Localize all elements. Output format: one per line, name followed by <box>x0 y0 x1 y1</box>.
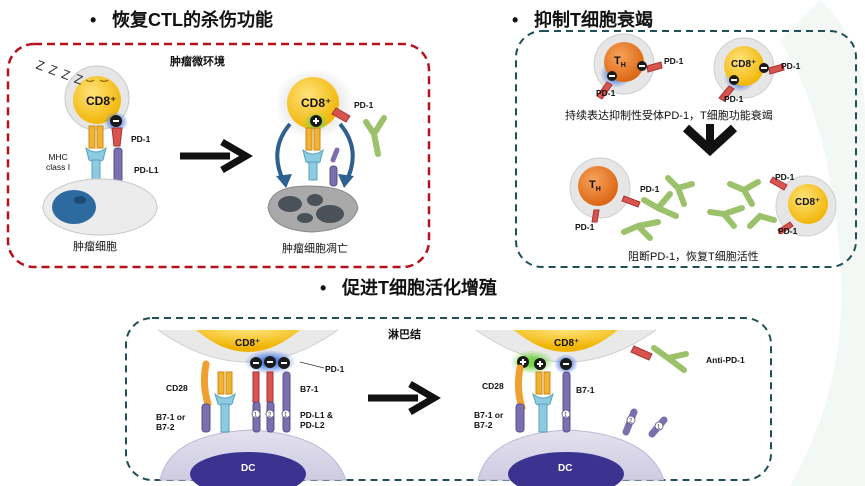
svg-text:1: 1 <box>284 413 288 419</box>
apoptosis-caption: 肿瘤细胞凋亡 <box>282 243 348 255</box>
panel2-border <box>515 30 857 268</box>
dc-nucleus-right <box>508 452 624 486</box>
dc-label-left: DC <box>241 463 256 474</box>
pd1-label-left: PD-1 <box>131 134 151 144</box>
sleeping-eyes <box>85 79 109 83</box>
b71-label-left: B7-1 <box>300 384 319 394</box>
section-title-inhibit-exhaustion: •抑制T细胞衰竭 <box>512 10 653 30</box>
antibodies-right <box>707 179 777 229</box>
panel1-title: 肿瘤微环境 <box>170 56 225 68</box>
cd8-label-right: CD8⁺ <box>301 96 332 110</box>
tcr-receptor <box>88 125 96 149</box>
pd1-label-p2-7: PD-1 <box>775 172 795 182</box>
pd1-label-p2-6: PD-1 <box>575 222 595 232</box>
b7-ligand-left <box>201 403 211 433</box>
anti-pd1-antibody <box>363 115 387 157</box>
b71-label-right: B7-1 <box>576 385 595 395</box>
pd1-label-p2-5: PD-1 <box>640 184 660 194</box>
mhc-label: MHC class I <box>46 152 71 172</box>
svg-text:2: 2 <box>268 413 272 419</box>
cd8-label-top: CD8⁺ <box>731 59 757 70</box>
pd1-label-p2-8: PD-1 <box>778 226 798 236</box>
cd8-core-left <box>196 330 300 352</box>
cd28-label-left: CD28 <box>166 383 188 393</box>
cd28-label-right: CD28 <box>482 381 504 391</box>
pd1-label-p3: PD-1 <box>325 364 345 374</box>
pd1-label-p2-3: PD-1 <box>724 94 744 104</box>
free-pdl-ligands: 2 1 <box>622 408 668 438</box>
pd1-receptor <box>111 127 123 147</box>
tumor-cell-caption: 肿瘤细胞 <box>73 241 117 253</box>
section-title-restore-ctl: •恢复CTL的杀伤功能 <box>90 10 273 30</box>
dc-label-right: DC <box>558 463 573 474</box>
pdl1-label-left: PD-L1 <box>134 165 159 175</box>
pd1-bound-right <box>630 345 653 361</box>
cd8-active-core <box>287 77 339 129</box>
pd1-label-p2-1: PD-1 <box>596 88 616 98</box>
restore-caption: 阻断PD-1，恢复T细胞活性 <box>628 251 759 263</box>
panel3-border <box>125 317 772 481</box>
panel3-title: 淋巴结 <box>388 329 421 341</box>
cd28-receptor-left <box>200 360 212 408</box>
anti-pd1-label: Anti-PD-1 <box>706 355 745 365</box>
dc-nucleus-left <box>190 452 306 486</box>
b7-or-label-right: B7-1 or B7-2 <box>474 410 504 430</box>
pd1-receptor-right <box>331 107 351 123</box>
down-arrow <box>682 124 738 157</box>
cd8-label-p3-left: CD8⁺ <box>235 338 261 349</box>
th-label-top: TH <box>614 55 626 70</box>
pd1-label-p2-4: PD-1 <box>781 61 801 71</box>
svg-text:1: 1 <box>564 413 568 419</box>
minus-icons-left <box>250 356 290 369</box>
th-cell-restored-core <box>578 166 618 206</box>
svg-text:2: 2 <box>629 419 633 425</box>
anti-pd1-antibody-2 <box>651 345 689 373</box>
svg-text:1: 1 <box>254 413 258 419</box>
cd8-label-left: CD8⁺ <box>86 94 117 108</box>
cd8-core-right <box>514 330 618 352</box>
th-label-bottom: TH <box>589 179 601 194</box>
panel1-border <box>6 42 431 269</box>
section-title-promote-activation: •促进T细胞活化增殖 <box>320 278 497 298</box>
pdl-label: PD-L1 & PD-L2 <box>300 410 334 430</box>
antibodies-left <box>621 175 695 241</box>
pd1-label-right: PD-1 <box>354 100 374 110</box>
exhaustion-caption: 持续表达抑制性受体PD-1，T细胞功能衰竭 <box>565 110 773 122</box>
cd8-label-p3-right: CD8⁺ <box>554 338 580 349</box>
pd1-label-p2-2: PD-1 <box>664 56 684 66</box>
b7-or-label-left: B7-1 or B7-2 <box>156 412 186 432</box>
cd8-label-bottom: CD8⁺ <box>795 197 821 208</box>
cd8-restored-core <box>788 184 828 224</box>
svg-text:1: 1 <box>657 425 661 431</box>
cd8-cell-core <box>73 76 121 124</box>
